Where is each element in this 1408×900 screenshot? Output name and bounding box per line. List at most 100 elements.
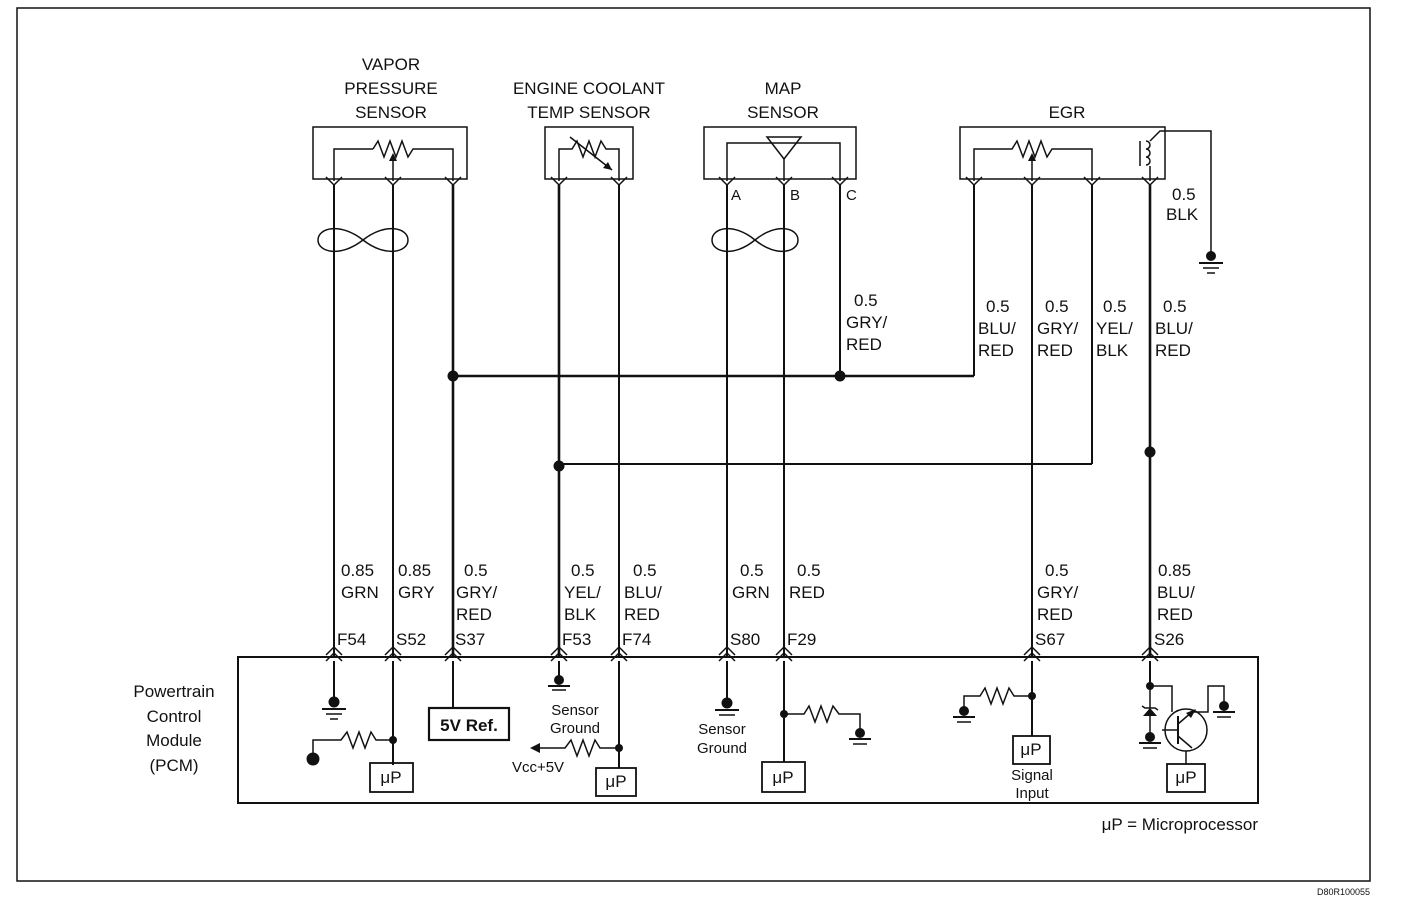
pin-f74: F74 (622, 630, 651, 649)
egr-wire3-color-2: BLK (1096, 341, 1129, 360)
twisted-pair-symbol (711, 228, 799, 252)
map-sensor-title-1: MAP (765, 79, 802, 98)
f29-microprocessor: μP (761, 761, 806, 793)
wire-f74-color-2: RED (624, 605, 660, 624)
map-c-wire-color-2: RED (846, 335, 882, 354)
microprocessor-label: μP (1020, 740, 1041, 759)
5v-reference-label: 5V Ref. (440, 716, 498, 735)
s52-microprocessor: μP (369, 762, 414, 793)
egr-wire4-size: 0.5 (1163, 297, 1187, 316)
egr-title: EGR (1049, 103, 1086, 122)
signal-input-label-2: Input (1015, 785, 1049, 802)
pin-s67: S67 (1035, 630, 1065, 649)
wires (333, 185, 1156, 656)
s67-circuit (953, 661, 1036, 736)
wire-f53-color-2: BLK (564, 605, 597, 624)
egr-valve (959, 126, 1212, 256)
egr-wire2-color-2: RED (1037, 341, 1073, 360)
f53-sensor-ground-label-1: Sensor (551, 702, 599, 719)
wire-s52-color: GRY (398, 583, 435, 602)
s26-driver-circuit (1139, 661, 1235, 764)
5v-reference-box: 5V Ref. (427, 706, 511, 742)
f29-circuit (780, 661, 871, 762)
pcm-box (237, 656, 1259, 804)
s80-sensor-ground (715, 661, 739, 716)
ect-sensor-title-1: ENGINE COOLANT (513, 79, 665, 98)
egr-wire1-size: 0.5 (986, 297, 1010, 316)
wire-f74-size: 0.5 (633, 561, 657, 580)
f53-sensor-ground (548, 661, 570, 691)
wire-f53-size: 0.5 (571, 561, 595, 580)
map-c-wire-color: GRY/ (846, 313, 888, 332)
wire-s80-color: GRN (732, 583, 770, 602)
wire-f29-color: RED (789, 583, 825, 602)
map-c-wire-size: 0.5 (854, 291, 878, 310)
pin-s37: S37 (455, 630, 485, 649)
egr-wire1-color: BLU/ (978, 319, 1016, 338)
vapor-sensor-title-1: VAPOR (362, 55, 420, 74)
egr-wire2-size: 0.5 (1045, 297, 1069, 316)
map-pin-a: A (731, 187, 741, 204)
map-pin-c: C (846, 187, 857, 204)
wire-f54-color: GRN (341, 583, 379, 602)
s67-microprocessor: μP (1012, 735, 1051, 765)
s80-sensor-ground-label-1: Sensor (698, 721, 746, 738)
egr-ground-symbol (1199, 251, 1223, 274)
pin-s80: S80 (730, 630, 760, 649)
sensor-connectors (325, 176, 1159, 187)
wire-f53-color: YEL/ (564, 583, 601, 602)
pin-f29: F29 (787, 630, 816, 649)
pcm-label-3: Module (146, 731, 202, 750)
wire-s26-color: BLU/ (1157, 583, 1195, 602)
map-sensor-title-2: SENSOR (747, 103, 819, 122)
map-pin-b: B (790, 187, 800, 204)
s52-circuit (306, 661, 397, 766)
pcm-label-1: Powertrain (133, 682, 214, 701)
vapor-sensor-title-3: SENSOR (355, 103, 427, 122)
egr-wire4-color: BLU/ (1155, 319, 1193, 338)
microprocessor-label: μP (1175, 768, 1196, 787)
s80-sensor-ground-label-2: Ground (697, 740, 747, 757)
wire-s26-size: 0.85 (1158, 561, 1191, 580)
pin-s26: S26 (1154, 630, 1184, 649)
wire-s37-color-2: RED (456, 605, 492, 624)
egr-wire1-color-2: RED (978, 341, 1014, 360)
microprocessor-label: μP (772, 768, 793, 787)
wire-s67-size: 0.5 (1045, 561, 1069, 580)
wire-f54-size: 0.85 (341, 561, 374, 580)
diagram-frame (16, 7, 1371, 882)
wire-s67-color: GRY/ (1037, 583, 1079, 602)
vapor-pressure-sensor (312, 126, 468, 181)
f53-sensor-ground-label-2: Ground (550, 720, 600, 737)
microprocessor-label: μP (605, 772, 626, 791)
egr-wire3-color: YEL/ (1096, 319, 1133, 338)
wire-s80-size: 0.5 (740, 561, 764, 580)
diagram-id: D80R100055 (1317, 887, 1370, 897)
wire-s67-color-2: RED (1037, 605, 1073, 624)
vapor-sensor-title-2: PRESSURE (344, 79, 438, 98)
wire-f29-size: 0.5 (797, 561, 821, 580)
wire-s37-color: GRY/ (456, 583, 498, 602)
microprocessor-legend: μP = Microprocessor (1102, 815, 1259, 834)
pin-f54: F54 (337, 630, 366, 649)
twisted-pair-symbol (317, 227, 409, 253)
pin-s52: S52 (396, 630, 426, 649)
pcm-connectors (325, 645, 1159, 662)
s26-microprocessor: μP (1166, 763, 1206, 793)
pin-f53: F53 (562, 630, 591, 649)
wire-f74-color: BLU/ (624, 583, 662, 602)
f74-microprocessor: μP (595, 767, 637, 797)
signal-input-label-1: Signal (1011, 767, 1053, 784)
engine-coolant-temp-sensor (544, 126, 634, 181)
wire-s26-color-2: RED (1157, 605, 1193, 624)
map-sensor (703, 126, 857, 181)
microprocessor-label: μP (380, 768, 401, 787)
egr-ground-wire-size: 0.5 (1172, 185, 1196, 204)
pcm-label-4: (PCM) (149, 756, 198, 775)
f74-circuit (530, 661, 623, 768)
egr-ground-wire-color: BLK (1166, 205, 1199, 224)
ect-sensor-title-2: TEMP SENSOR (527, 103, 650, 122)
vcc-label: Vcc+5V (512, 759, 564, 776)
egr-wire3-size: 0.5 (1103, 297, 1127, 316)
